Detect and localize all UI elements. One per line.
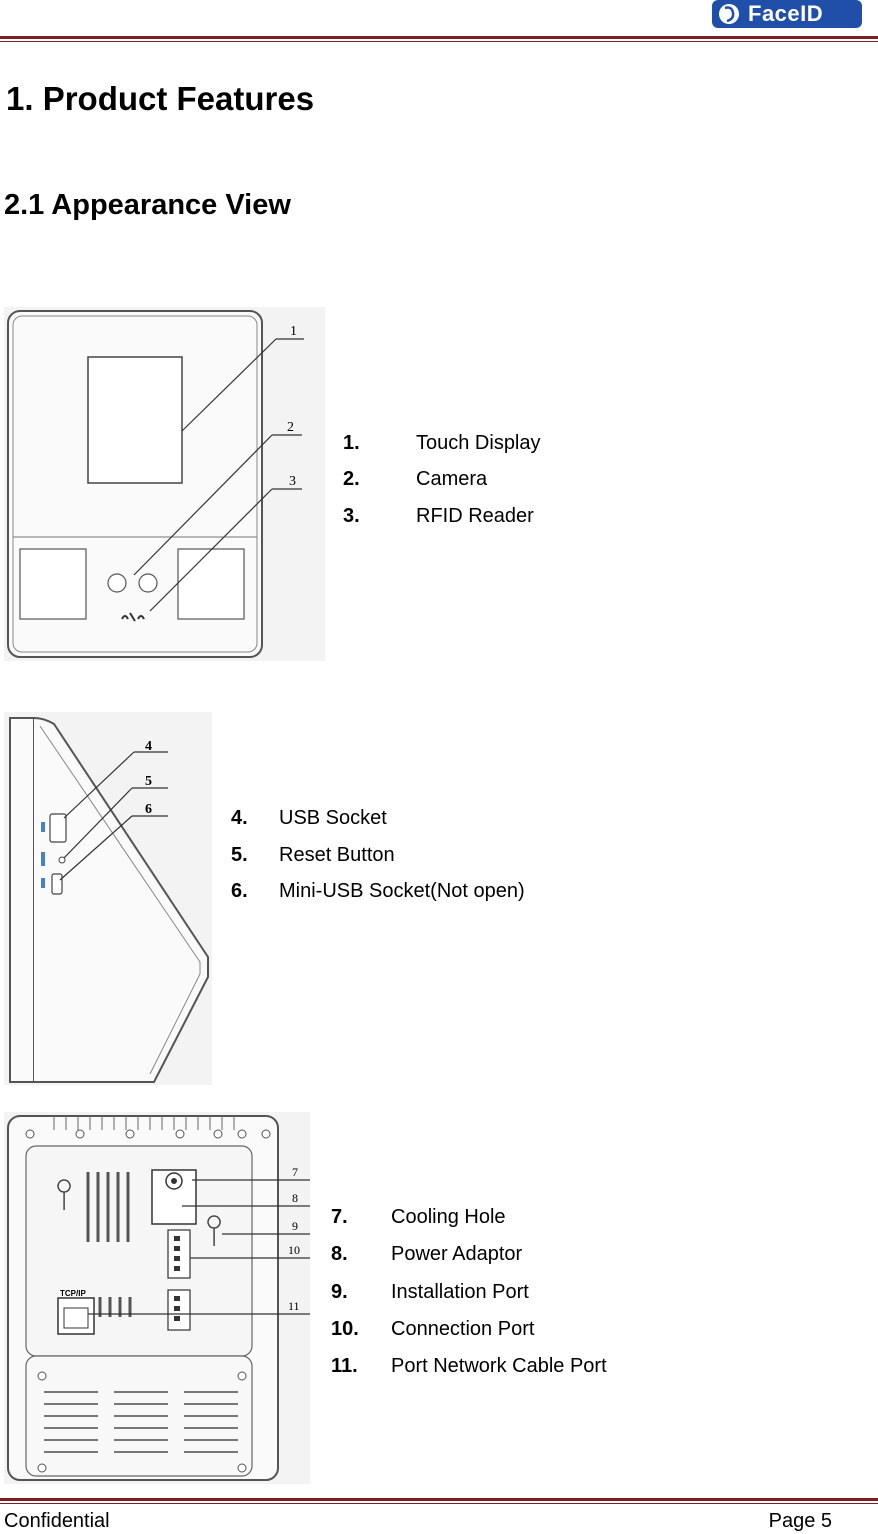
back-view-list: 7. Cooling Hole 8. Power Adaptor 9. Inst… bbox=[331, 1206, 607, 1377]
callout-3: 3 bbox=[289, 474, 296, 489]
header-rule bbox=[0, 36, 878, 39]
callout-8: 8 bbox=[292, 1191, 298, 1205]
callout-9: 9 bbox=[292, 1219, 298, 1233]
front-view-figure: 1 2 3 bbox=[4, 307, 325, 661]
tcpip-label: TCP/IP bbox=[60, 1289, 86, 1298]
facied-logo: FaceID bbox=[712, 0, 862, 28]
front-view-list: 1. Touch Display 2. Camera 3. RFID Reade… bbox=[343, 432, 541, 527]
footer-confidential: Confidential bbox=[4, 1510, 110, 1532]
callout-5: 5 bbox=[145, 774, 152, 789]
page-number: Page 5 bbox=[768, 1510, 832, 1532]
side-view-list: 4. USB Socket 5. Reset Button 6. Mini-US… bbox=[231, 807, 525, 902]
header-rule-thin bbox=[0, 41, 878, 42]
callout-11: 11 bbox=[288, 1299, 300, 1313]
callout-2: 2 bbox=[287, 420, 294, 435]
callout-6: 6 bbox=[145, 802, 152, 817]
footer-rule bbox=[0, 1498, 878, 1501]
footer-rule-thin bbox=[0, 1503, 878, 1504]
section-heading: 1. Product Features bbox=[6, 80, 315, 117]
callout-10: 10 bbox=[288, 1243, 300, 1257]
callout-1: 1 bbox=[290, 324, 297, 339]
callout-7: 7 bbox=[292, 1165, 298, 1179]
subsection-heading: 2.1 Appearance View bbox=[4, 189, 291, 221]
back-view-figure: TCP/IP 7 8 9 10 11 bbox=[4, 1112, 310, 1484]
side-view-figure: 4 5 6 bbox=[4, 712, 212, 1085]
callout-4: 4 bbox=[145, 739, 152, 754]
logo-text: FaceID bbox=[748, 1, 824, 26]
face-logo-icon bbox=[719, 4, 739, 24]
